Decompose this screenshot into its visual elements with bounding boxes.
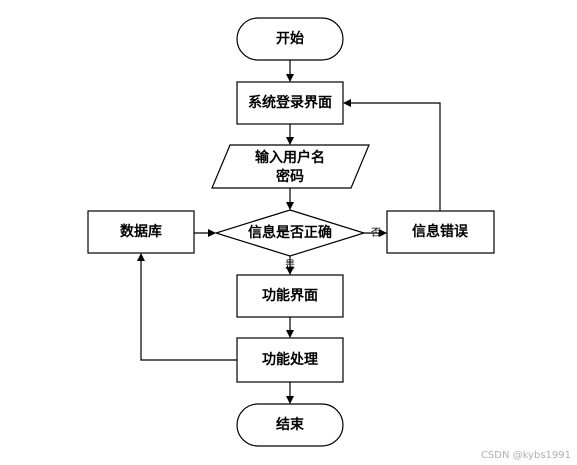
check-label: 信息是否正确 <box>248 224 332 241</box>
database-node: 数据库 <box>87 210 195 254</box>
edge-label-no: 否 <box>371 227 381 239</box>
database-label: 数据库 <box>120 223 162 240</box>
input-node: 输入用户名 密码 <box>211 144 370 189</box>
error-node: 信息错误 <box>386 210 495 254</box>
start-node: 开始 <box>236 17 344 61</box>
watermark-text: CSDN @kybs1991 <box>481 450 571 461</box>
edge-proc-database <box>137 253 237 361</box>
input-label-line2: 密码 <box>275 168 304 185</box>
edges <box>137 60 441 404</box>
start-label: 开始 <box>276 30 304 47</box>
function-proc-label: 功能处理 <box>262 351 318 368</box>
end-label: 结束 <box>276 416 305 433</box>
login-label: 系统登录界面 <box>248 94 332 111</box>
function-ui-label: 功能界面 <box>262 287 318 304</box>
login-node: 系统登录界面 <box>236 81 344 125</box>
input-label-line1: 输入用户名 <box>255 149 325 166</box>
end-node: 结束 <box>236 403 344 447</box>
function-ui-node: 功能界面 <box>236 274 344 318</box>
edge-error-login <box>343 99 441 211</box>
edge-label-yes: 是 <box>285 259 295 271</box>
check-node: 信息是否正确 <box>213 209 367 257</box>
error-label: 信息错误 <box>412 223 469 240</box>
function-proc-node: 功能处理 <box>236 337 344 383</box>
